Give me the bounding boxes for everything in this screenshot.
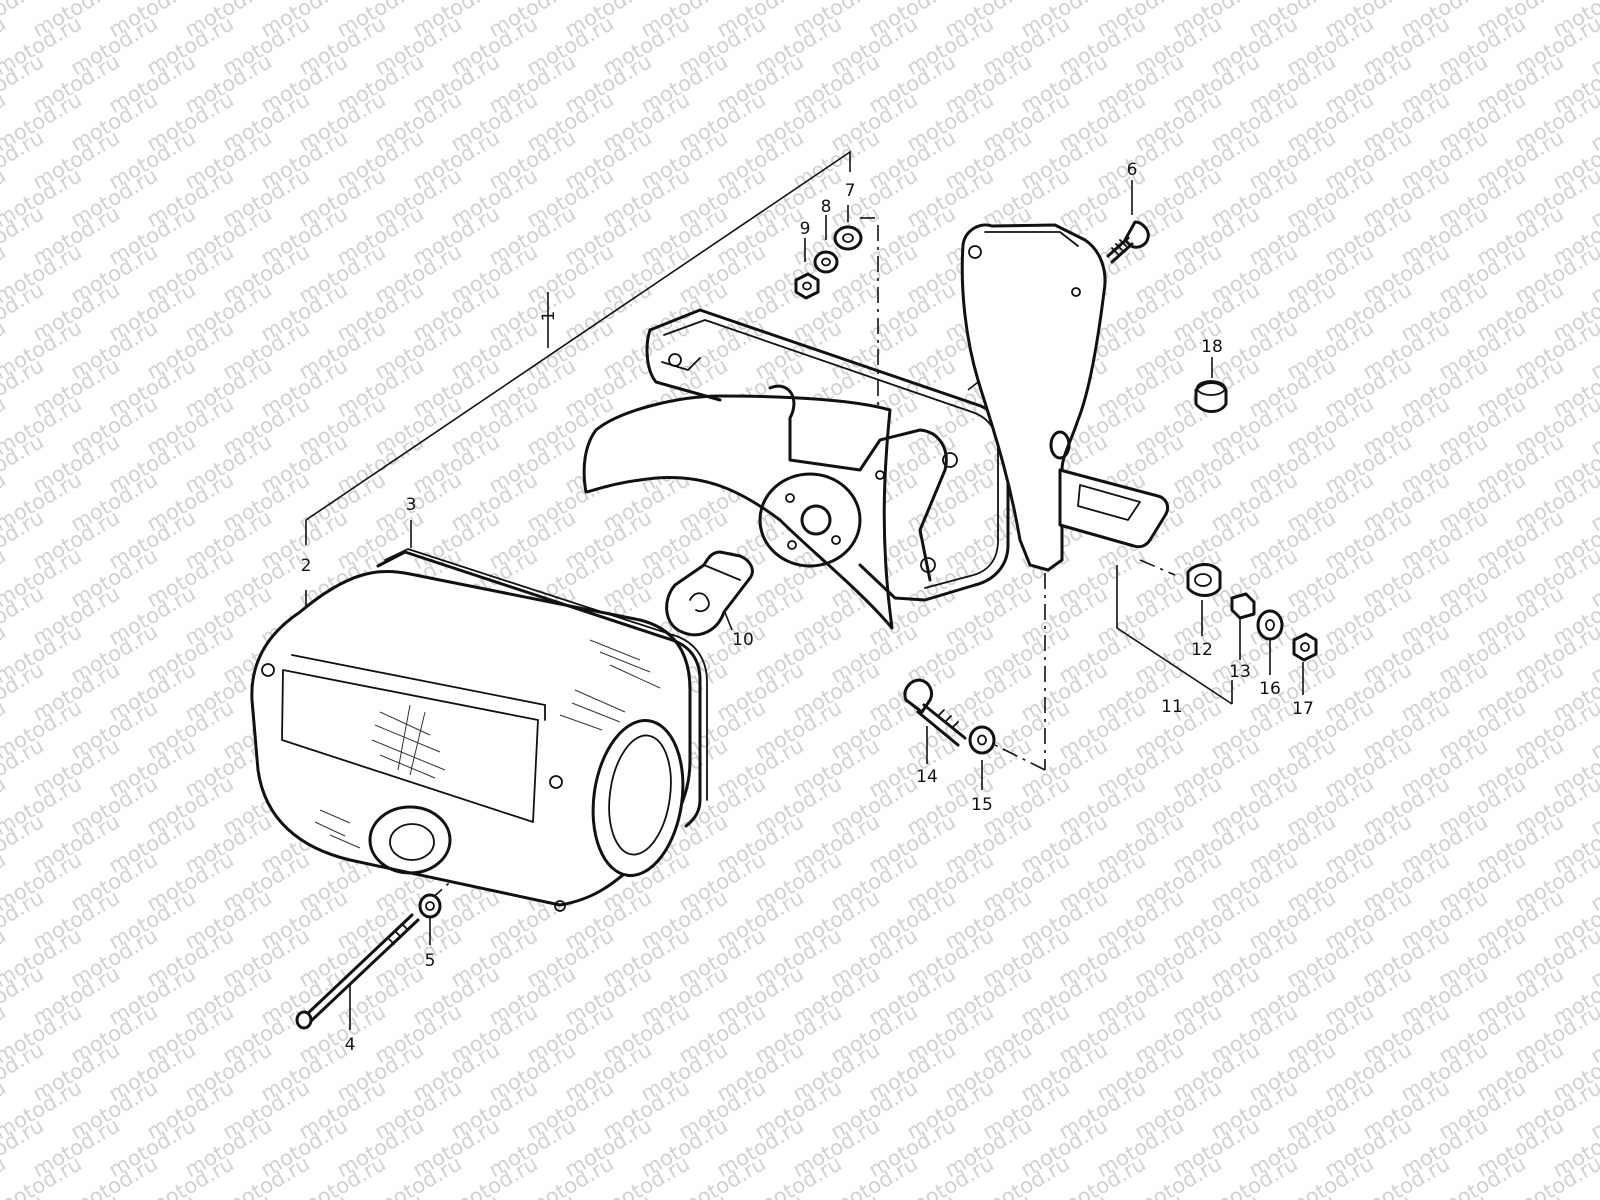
callout-5: 5: [425, 951, 436, 971]
callout-4: 4: [345, 1035, 356, 1055]
callout-6: 6: [1127, 160, 1138, 180]
callout-1: 1: [539, 311, 559, 322]
callout-16: 16: [1259, 679, 1281, 699]
callout-11: 11: [1161, 697, 1183, 717]
callout-3: 3: [406, 495, 417, 515]
callout-12: 12: [1191, 640, 1213, 660]
callout-15: 15: [971, 795, 993, 815]
callout-18: 18: [1201, 337, 1223, 357]
callout-10: 10: [732, 630, 754, 650]
callout-14: 14: [916, 767, 938, 787]
callout-7: 7: [845, 181, 856, 201]
tail-lamp-lens: [250, 570, 692, 912]
callout-9: 9: [800, 219, 811, 239]
callout-17: 17: [1292, 699, 1314, 719]
callout-2: 2: [301, 556, 312, 576]
callout-13: 13: [1229, 662, 1251, 682]
callout-8: 8: [821, 197, 832, 217]
